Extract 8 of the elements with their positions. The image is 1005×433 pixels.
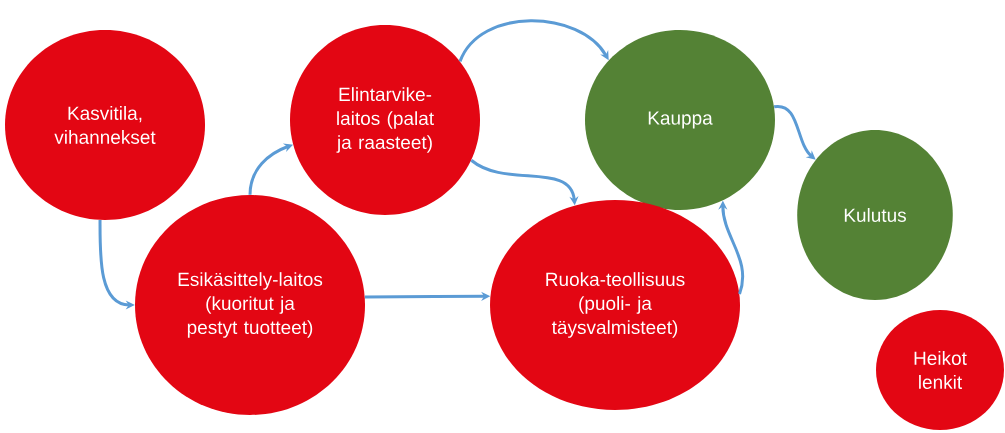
ellipse-node: Esikäsittely-laitos (kuoritut ja pestyt tuotteet) <box>135 195 365 415</box>
ellipse-node: Kauppa <box>585 30 775 210</box>
ellipse-node: Ruoka-teollisuus (puoli- ja täysvalmisteet) <box>490 200 740 410</box>
arrow <box>458 19 609 63</box>
ellipse-node: Elintarvike-laitos (palat ja raasteet) <box>290 25 480 215</box>
ellipse-node: Kasvitila, vihannekset <box>5 30 205 220</box>
ellipse-node: Heikot lenkit <box>876 310 1004 430</box>
ellipse-node: Kulutus <box>797 130 953 300</box>
